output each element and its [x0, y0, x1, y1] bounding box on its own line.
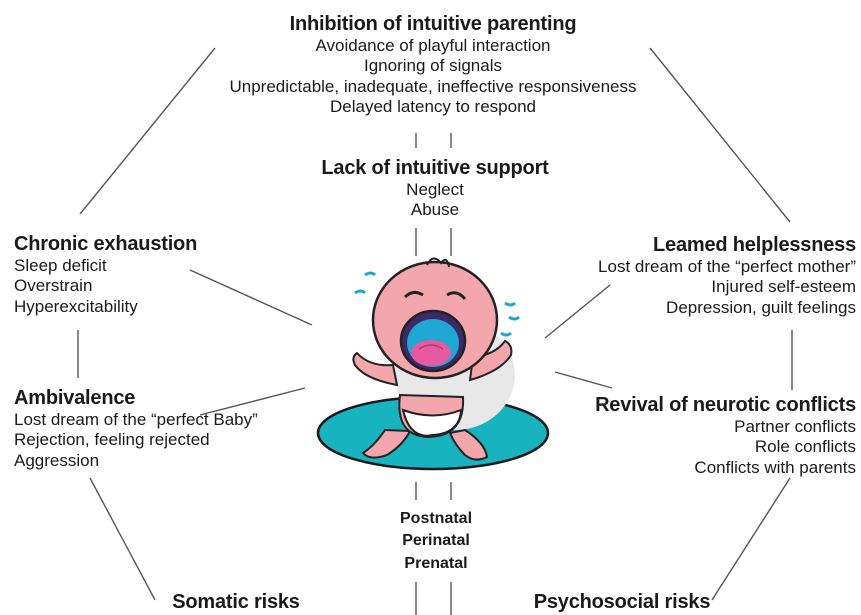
timing-item: Postnatal — [400, 508, 472, 530]
chronic-exhaustion-title: Chronic exhaustion — [14, 232, 197, 256]
crying-baby-illustration — [315, 245, 555, 475]
learned-helplessness-title: Leamed helplessness — [598, 233, 856, 257]
inhibition-title: Inhibition of intuitive parenting — [229, 12, 636, 36]
edge-bottom-right — [712, 478, 790, 600]
inhibition-block: Inhibition of intuitive parenting Avoida… — [229, 12, 636, 118]
learned-helplessness-block: Leamed helplessness Lost dream of the “p… — [598, 233, 856, 318]
chronic-exhaustion-item: Overstrain — [14, 276, 197, 296]
chronic-exhaustion-item: Sleep deficit — [14, 256, 197, 276]
chronic-exhaustion-item: Hyperexcitability — [14, 297, 197, 317]
timing-item: Prenatal — [400, 553, 472, 575]
lack-support-title: Lack of intuitive support — [321, 156, 548, 180]
ambivalence-item: Rejection, feeling rejected — [14, 430, 258, 450]
inhibition-item: Avoidance of playful interaction — [229, 36, 636, 56]
lack-support-item: Neglect — [321, 180, 548, 200]
neurotic-conflicts-item: Partner conflicts — [595, 417, 856, 437]
inhibition-item: Delayed latency to respond — [229, 97, 636, 117]
neurotic-conflicts-block: Revival of neurotic conflicts Partner co… — [595, 393, 856, 478]
neurotic-conflicts-item: Conflicts with parents — [595, 458, 856, 478]
ambivalence-item: Lost dream of the “perfect Baby” — [14, 410, 258, 430]
edge-bottom-left — [90, 478, 155, 600]
somatic-risks-title: Somatic risks — [172, 590, 299, 614]
ambivalence-title: Ambivalence — [14, 386, 258, 410]
spoke-neurotic — [555, 372, 612, 388]
neurotic-conflicts-item: Role conflicts — [595, 437, 856, 457]
chronic-exhaustion-block: Chronic exhaustion Sleep deficit Overstr… — [14, 232, 197, 317]
learned-helplessness-item: Lost dream of the “perfect mother” — [598, 257, 856, 277]
edge-top-right — [650, 48, 790, 222]
learned-helplessness-item: Depression, guilt feelings — [598, 298, 856, 318]
lack-support-item: Abuse — [321, 200, 548, 220]
ambivalence-item: Aggression — [14, 451, 258, 471]
psychosocial-risks-title: Psychosocial risks — [534, 590, 711, 614]
learned-helplessness-item: Injured self-esteem — [598, 277, 856, 297]
ambivalence-block: Ambivalence Lost dream of the “perfect B… — [14, 386, 258, 471]
lack-support-block: Lack of intuitive support Neglect Abuse — [321, 156, 548, 221]
edge-top-left — [80, 48, 215, 214]
inhibition-item: Unpredictable, inadequate, ineffective r… — [229, 77, 636, 97]
timing-item: Perinatal — [400, 530, 472, 552]
inhibition-item: Ignoring of signals — [229, 56, 636, 76]
timing-block: Postnatal Perinatal Prenatal — [400, 508, 472, 575]
spoke-exhaustion — [190, 270, 312, 325]
neurotic-conflicts-title: Revival of neurotic conflicts — [595, 393, 856, 417]
